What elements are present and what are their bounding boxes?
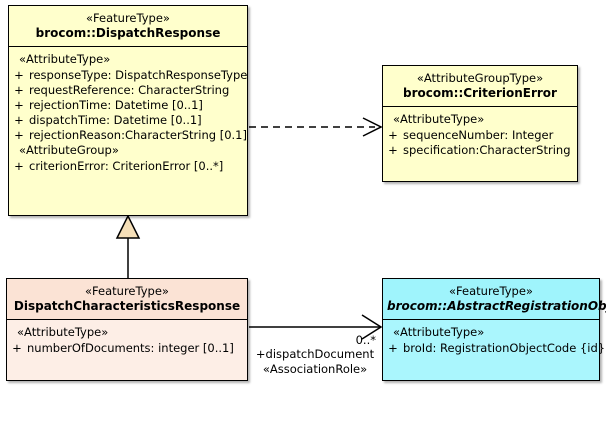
attribute-text: rejectionTime: Datetime [0..1] <box>29 97 203 112</box>
attribute-text: responseType: DispatchResponseType <box>29 67 248 82</box>
attribute-text: requestReference: CharacterString <box>29 82 230 97</box>
attribute-visibility: + <box>14 127 24 142</box>
class-body-dispatch-response: «AttributeType» + responseType: Dispatch… <box>9 47 247 178</box>
class-name: brocom::DispatchResponse <box>35 25 221 40</box>
class-header-dispatch-response: «FeatureType» brocom::DispatchResponse <box>9 6 247 48</box>
attribute-row[interactable]: + numberOfDocuments: integer [0..1] <box>7 340 247 355</box>
class-body-dispatch-characteristics-response: «AttributeType» + numberOfDocuments: int… <box>7 320 247 360</box>
section-stereotype-attribute-type: «AttributeType» <box>393 325 485 340</box>
attribute-row[interactable]: + rejectionTime: Datetime [0..1] <box>9 97 247 112</box>
attribute-visibility: + <box>14 67 24 82</box>
attribute-row[interactable]: + responseType: DispatchResponseType <box>9 67 247 82</box>
attribute-row[interactable]: + sequenceNumber: Integer <box>383 127 577 142</box>
attribute-row[interactable]: + broId: RegistrationObjectCode {id} <box>383 340 605 355</box>
attribute-text: numberOfDocuments: integer [0..1] <box>27 340 234 355</box>
class-stereotype: «FeatureType» <box>449 284 533 298</box>
attribute-row[interactable]: + criterionError: CriterionError [0..*] <box>9 158 247 173</box>
class-stereotype: «FeatureType» <box>86 11 170 25</box>
attribute-text: criterionError: CriterionError [0..*] <box>29 158 224 173</box>
attribute-row[interactable]: + rejectionReason:CharacterString [0.1] <box>9 127 247 142</box>
class-body-abstract-registration-object: «AttributeType» + broId: RegistrationObj… <box>383 320 605 360</box>
class-name: brocom::CriterionError <box>403 85 557 100</box>
class-box-abstract-registration-object[interactable]: «FeatureType» brocom::AbstractRegistrati… <box>382 278 606 381</box>
section-stereotype-attribute-group: «AttributeGroup» <box>19 143 119 158</box>
attribute-row[interactable]: + specification:CharacterString <box>383 142 577 157</box>
attribute-visibility: + <box>14 82 24 97</box>
attribute-text: specification:CharacterString <box>403 142 571 157</box>
attribute-text: broId: RegistrationObjectCode {id} <box>403 340 606 355</box>
attribute-text: rejectionReason:CharacterString [0.1] <box>29 127 247 142</box>
attribute-visibility: + <box>12 340 22 355</box>
section-stereotype-attribute-type: «AttributeType» <box>17 325 109 340</box>
attribute-visibility: + <box>388 340 398 355</box>
section-stereotype-attribute-type: «AttributeType» <box>393 112 485 127</box>
association-multiplicity-label: 0..* <box>355 333 376 347</box>
class-box-dispatch-characteristics-response[interactable]: «FeatureType» DispatchCharacteristicsRes… <box>6 278 248 381</box>
attribute-row[interactable]: + dispatchTime: Datetime [0..1] <box>9 112 247 127</box>
dependency-connector <box>249 117 383 137</box>
class-header-abstract-registration-object: «FeatureType» brocom::AbstractRegistrati… <box>383 279 606 321</box>
class-stereotype: «FeatureType» <box>85 284 169 298</box>
class-header-dispatch-characteristics-response: «FeatureType» DispatchCharacteristicsRes… <box>7 279 247 321</box>
class-header-criterion-error: «AttributeGroupType» brocom::CriterionEr… <box>383 66 577 108</box>
class-name: brocom::AbstractRegistrationObject <box>387 298 606 313</box>
class-name: DispatchCharacteristicsResponse <box>13 298 241 313</box>
class-box-dispatch-response[interactable]: «FeatureType» brocom::DispatchResponse «… <box>8 5 248 216</box>
class-box-criterion-error[interactable]: «AttributeGroupType» brocom::CriterionEr… <box>382 65 578 182</box>
section-stereotype-attribute-type: «AttributeType» <box>19 52 111 67</box>
attribute-visibility: + <box>14 158 24 173</box>
association-role-stereotype-label: «AssociationRole» <box>262 362 368 376</box>
association-role-label: +dispatchDocument <box>255 347 375 361</box>
attribute-row[interactable]: + requestReference: CharacterString <box>9 82 247 97</box>
class-stereotype: «AttributeGroupType» <box>416 71 544 85</box>
attribute-text: dispatchTime: Datetime [0..1] <box>29 112 202 127</box>
attribute-visibility: + <box>14 97 24 112</box>
attribute-visibility: + <box>388 142 398 157</box>
class-body-criterion-error: «AttributeType» + sequenceNumber: Intege… <box>383 107 577 162</box>
attribute-visibility: + <box>14 112 24 127</box>
attribute-visibility: + <box>388 127 398 142</box>
attribute-text: sequenceNumber: Integer <box>403 127 554 142</box>
generalization-connector <box>115 214 141 278</box>
